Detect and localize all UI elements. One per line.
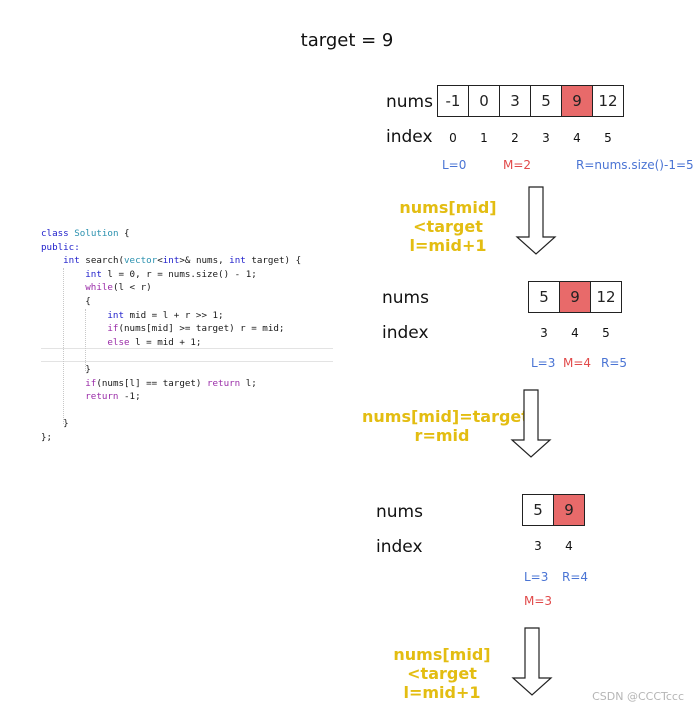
array-cell: 0: [468, 85, 500, 117]
code-line: if(nums[l] == target) return l;: [85, 377, 257, 389]
code-line: if(nums[mid] >= target) r = mid;: [107, 323, 285, 335]
current-line-highlight: [41, 348, 333, 362]
array-cell: 3: [499, 85, 531, 117]
nums-label: nums: [386, 92, 433, 112]
code-line: class Solution {: [41, 228, 130, 239]
code-line: int l = 0, r = nums.size() - 1;: [85, 268, 257, 280]
down-arrow-icon: [515, 186, 557, 255]
step-condition: nums[mid] <target: [393, 645, 491, 683]
target-title: target = 9: [300, 30, 394, 51]
array-cell: 5: [528, 281, 560, 313]
left-pointer: L=3: [531, 356, 556, 370]
indent-guide: [85, 309, 86, 371]
code-line: else l = mid + 1;: [107, 336, 202, 348]
index-label: index: [382, 323, 429, 343]
index-value: 4: [573, 131, 581, 145]
left-pointer: L=0: [442, 158, 467, 172]
step-condition: nums[mid]=target: [362, 407, 529, 426]
step-condition: nums[mid] <target: [399, 198, 497, 236]
index-label: index: [386, 127, 433, 147]
code-line: [41, 404, 301, 418]
code-line: };: [41, 431, 53, 443]
index-value: 3: [542, 131, 550, 145]
index-value: 2: [511, 131, 519, 145]
code-line: int search(vector<int>& nums, int target…: [63, 255, 302, 267]
code-listing: class Solution { public: int search(vecto…: [41, 227, 301, 445]
nums-label: nums: [382, 288, 429, 308]
index-label: index: [376, 537, 423, 557]
watermark: CSDN @CCCTccc: [592, 690, 684, 703]
code-line: }: [41, 363, 91, 375]
code-line: {: [41, 295, 91, 307]
code-line: while(l < r): [85, 282, 152, 294]
mid-pointer: M=2: [503, 158, 532, 172]
mid-pointer: M=4: [563, 356, 592, 370]
array-cell-highlighted: 9: [561, 85, 593, 117]
array-cell: 5: [530, 85, 562, 117]
step-caption: nums[mid] <target l=mid+1: [362, 645, 522, 702]
step-action: l=mid+1: [403, 683, 481, 702]
code-line: public:: [41, 241, 80, 253]
right-pointer: R=4: [562, 570, 589, 584]
code-line: [41, 349, 301, 363]
right-pointer: R=5: [601, 356, 628, 370]
index-value: 5: [604, 131, 612, 145]
array-cell: 12: [590, 281, 622, 313]
step-action: r=mid: [414, 426, 470, 445]
mid-pointer: M=3: [524, 594, 553, 608]
array-cell-highlighted: 9: [559, 281, 591, 313]
step-caption: nums[mid] <target l=mid+1: [368, 198, 528, 255]
index-value: 0: [449, 131, 457, 145]
index-value: 4: [565, 539, 573, 553]
code-line: }: [41, 418, 69, 430]
right-pointer: R=nums.size()-1=5: [576, 158, 694, 172]
array-cell: 5: [522, 494, 554, 526]
code-line: int mid = l + r >> 1;: [107, 309, 224, 321]
nums-label: nums: [376, 502, 423, 522]
indent-guide: [63, 268, 64, 424]
down-arrow-icon: [511, 627, 553, 696]
index-value: 3: [540, 326, 548, 340]
index-value: 4: [571, 326, 579, 340]
step-caption: nums[mid]=target r=mid: [362, 407, 529, 445]
index-value: 3: [534, 539, 542, 553]
code-line: return -1;: [85, 391, 141, 403]
left-pointer: L=3: [524, 570, 549, 584]
array-cell: -1: [437, 85, 469, 117]
index-value: 1: [480, 131, 488, 145]
index-value: 5: [602, 326, 610, 340]
array-cell: 12: [592, 85, 624, 117]
down-arrow-icon: [510, 389, 552, 458]
array-cell-highlighted: 9: [553, 494, 585, 526]
step-action: l=mid+1: [409, 236, 487, 255]
